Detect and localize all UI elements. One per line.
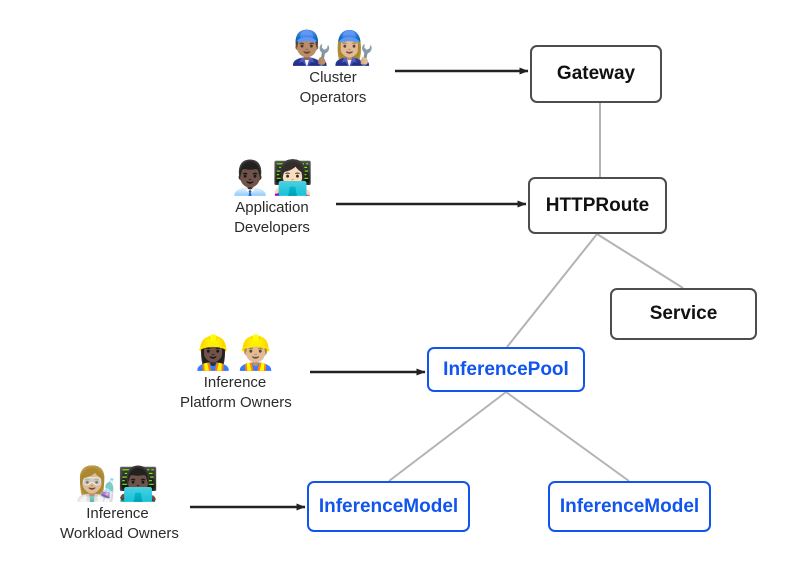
woman-scientist-icon: 👩🏼‍🔬👨🏿‍💻 xyxy=(75,464,160,503)
connector-inferencepool-to-inferencemodel1 xyxy=(388,391,507,482)
actor-label-line2: Workload Owners xyxy=(60,525,179,543)
node-label: HTTPRoute xyxy=(545,194,650,216)
node-connectors xyxy=(388,103,684,482)
actor-arrows xyxy=(190,67,529,511)
man-mechanic-icon: 👨🏽‍🔧👩🏼‍🔧 xyxy=(290,28,376,67)
node-service[interactable]: Service xyxy=(610,288,757,340)
node-gateway[interactable]: Gateway xyxy=(530,45,662,103)
connector-httproute-to-inferencepool xyxy=(506,233,598,348)
node-inferencemodel1[interactable]: InferenceModel xyxy=(307,481,470,532)
node-label: Service xyxy=(649,303,718,325)
actor-label-line1: Cluster xyxy=(309,69,357,86)
man-office-worker-icon: 👨🏿‍💼👩🏻‍💻 xyxy=(229,158,315,197)
connector-inferencepool-to-inferencemodel2 xyxy=(505,391,630,482)
actor-label-line1: Application xyxy=(235,199,309,216)
actor-label-line2: Platform Owners xyxy=(180,394,292,412)
actor-label-line2: Developers xyxy=(234,219,310,237)
connector-httproute-to-service xyxy=(596,233,684,289)
actor-label-line1: Inference xyxy=(86,505,149,522)
actor-label-line2: Operators xyxy=(299,89,367,107)
actor-label-line1: Inference xyxy=(203,374,267,391)
node-label: Gateway xyxy=(556,63,636,85)
node-inferencepool[interactable]: InferencePool xyxy=(427,347,585,392)
node-label: InferenceModel xyxy=(318,495,459,517)
node-label: InferenceModel xyxy=(559,495,700,517)
woman-construction-worker-icon: 👷🏿‍♀️👷🏼‍♂️ xyxy=(192,333,278,372)
node-inferencemodel2[interactable]: InferenceModel xyxy=(548,481,711,532)
node-httproute[interactable]: HTTPRoute xyxy=(528,177,667,234)
node-label: InferencePool xyxy=(443,358,569,380)
